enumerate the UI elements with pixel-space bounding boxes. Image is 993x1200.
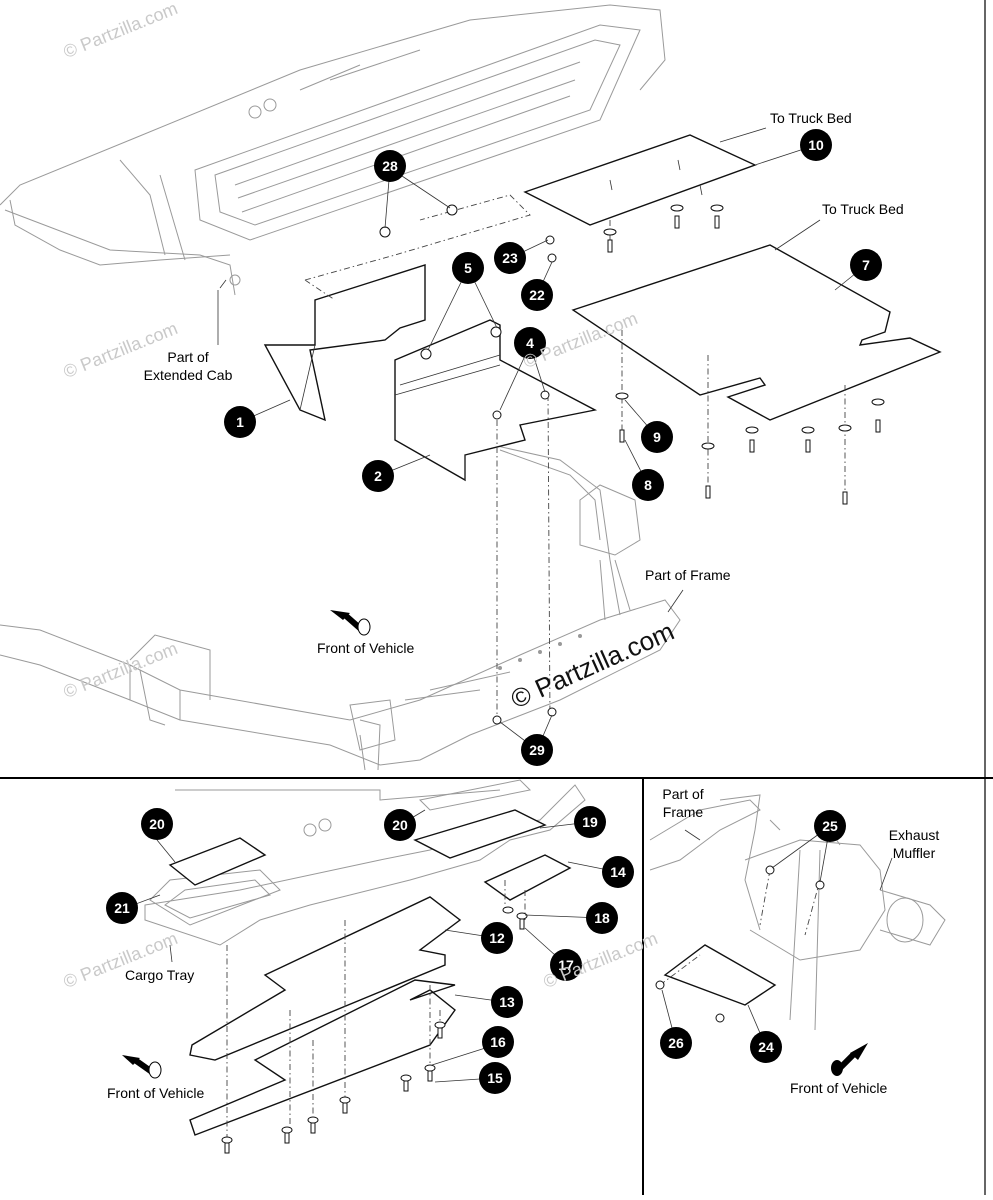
svg-text:19: 19 bbox=[582, 814, 598, 830]
guide-lines-top bbox=[304, 194, 846, 721]
callout-25: 25 bbox=[814, 810, 846, 842]
svg-text:8: 8 bbox=[644, 477, 652, 493]
callout-29: 29 bbox=[521, 734, 553, 766]
svg-text:10: 10 bbox=[808, 137, 824, 153]
svg-text:18: 18 bbox=[594, 910, 610, 926]
callout-23: 23 bbox=[494, 242, 526, 274]
callout-17: 17 bbox=[550, 949, 582, 981]
callout-5: 5 bbox=[452, 252, 484, 284]
svg-text:17: 17 bbox=[558, 957, 574, 973]
inset-guide-lines bbox=[659, 869, 821, 986]
svg-text:12: 12 bbox=[489, 930, 505, 946]
label-cargo-tray: Cargo Tray bbox=[125, 967, 195, 983]
label-part-of-frame-inset: Part of Frame bbox=[662, 786, 704, 820]
svg-text:1: 1 bbox=[236, 414, 244, 430]
callout-13: 13 bbox=[491, 986, 523, 1018]
callout-18: 18 bbox=[586, 902, 618, 934]
svg-text:26: 26 bbox=[668, 1035, 684, 1051]
svg-text:5: 5 bbox=[464, 260, 472, 276]
front-arrow-bottom bbox=[122, 1055, 162, 1079]
plate-19 bbox=[413, 809, 547, 859]
callout-26: 26 bbox=[660, 1027, 692, 1059]
label-part-of-extended-cab: Part of Extended Cab bbox=[143, 349, 233, 383]
callout-10: 10 bbox=[800, 129, 832, 161]
svg-text:14: 14 bbox=[610, 864, 626, 880]
plate-24 bbox=[663, 944, 777, 1006]
callout-7: 7 bbox=[850, 249, 882, 281]
svg-text:21: 21 bbox=[114, 900, 130, 916]
svg-text:7: 7 bbox=[862, 257, 870, 273]
plate-13 bbox=[189, 979, 456, 1136]
callout-4: 4 bbox=[514, 327, 546, 359]
front-arrow-top bbox=[330, 610, 371, 636]
plate-12 bbox=[189, 896, 462, 1061]
callout-15: 15 bbox=[479, 1062, 511, 1094]
callout-19: 19 bbox=[574, 806, 606, 838]
svg-text:9: 9 bbox=[653, 429, 661, 445]
svg-text:25: 25 bbox=[822, 818, 838, 834]
fasteners-bottom bbox=[221, 906, 528, 1154]
svg-text:28: 28 bbox=[382, 158, 398, 174]
label-to-truck-bed-2: To Truck Bed bbox=[822, 201, 904, 217]
callout-14: 14 bbox=[602, 856, 634, 888]
svg-text:2: 2 bbox=[374, 468, 382, 484]
svg-text:4: 4 bbox=[526, 335, 534, 351]
callout-2: 2 bbox=[362, 460, 394, 492]
label-exhaust-muffler: Exhaust Muffler bbox=[888, 827, 940, 861]
callout-12: 12 bbox=[481, 922, 513, 954]
callout-20-left: 20 bbox=[141, 808, 173, 840]
svg-text:20: 20 bbox=[392, 817, 408, 833]
plate-7 bbox=[571, 244, 942, 421]
svg-text:23: 23 bbox=[502, 250, 518, 266]
callout-1: 1 bbox=[224, 406, 256, 438]
frame-drawing-top bbox=[0, 439, 681, 771]
svg-text:24: 24 bbox=[758, 1039, 774, 1055]
label-front-of-vehicle-inset: Front of Vehicle bbox=[790, 1080, 888, 1096]
svg-text:16: 16 bbox=[490, 1034, 506, 1050]
svg-text:15: 15 bbox=[487, 1070, 503, 1086]
inset-fasteners bbox=[655, 865, 825, 1023]
label-front-of-vehicle-top: Front of Vehicle bbox=[317, 640, 415, 656]
callout-16: 16 bbox=[482, 1026, 514, 1058]
cargo-tray-drawing bbox=[144, 779, 586, 946]
guide-lines-bottom bbox=[226, 880, 526, 1140]
callout-22: 22 bbox=[521, 279, 553, 311]
svg-text:22: 22 bbox=[529, 287, 545, 303]
callout-9: 9 bbox=[641, 421, 673, 453]
plate-20-left bbox=[168, 837, 267, 886]
callout-21: 21 bbox=[106, 892, 138, 924]
callout-24: 24 bbox=[750, 1031, 782, 1063]
svg-text:29: 29 bbox=[529, 742, 545, 758]
heat-shield-1 bbox=[263, 264, 426, 422]
heat-shield-2 bbox=[394, 319, 598, 482]
label-part-of-frame-top: Part of Frame bbox=[645, 567, 731, 583]
front-arrow-inset bbox=[831, 1043, 868, 1076]
label-front-of-vehicle-bottom: Front of Vehicle bbox=[107, 1085, 205, 1101]
plate-14 bbox=[483, 854, 572, 901]
label-to-truck-bed-1: To Truck Bed bbox=[770, 110, 852, 126]
svg-text:13: 13 bbox=[499, 994, 515, 1010]
extended-cab-drawing bbox=[0, 4, 666, 296]
callout-28: 28 bbox=[374, 150, 406, 182]
svg-text:20: 20 bbox=[149, 816, 165, 832]
callout-8: 8 bbox=[632, 469, 664, 501]
callout-20-right: 20 bbox=[384, 809, 416, 841]
